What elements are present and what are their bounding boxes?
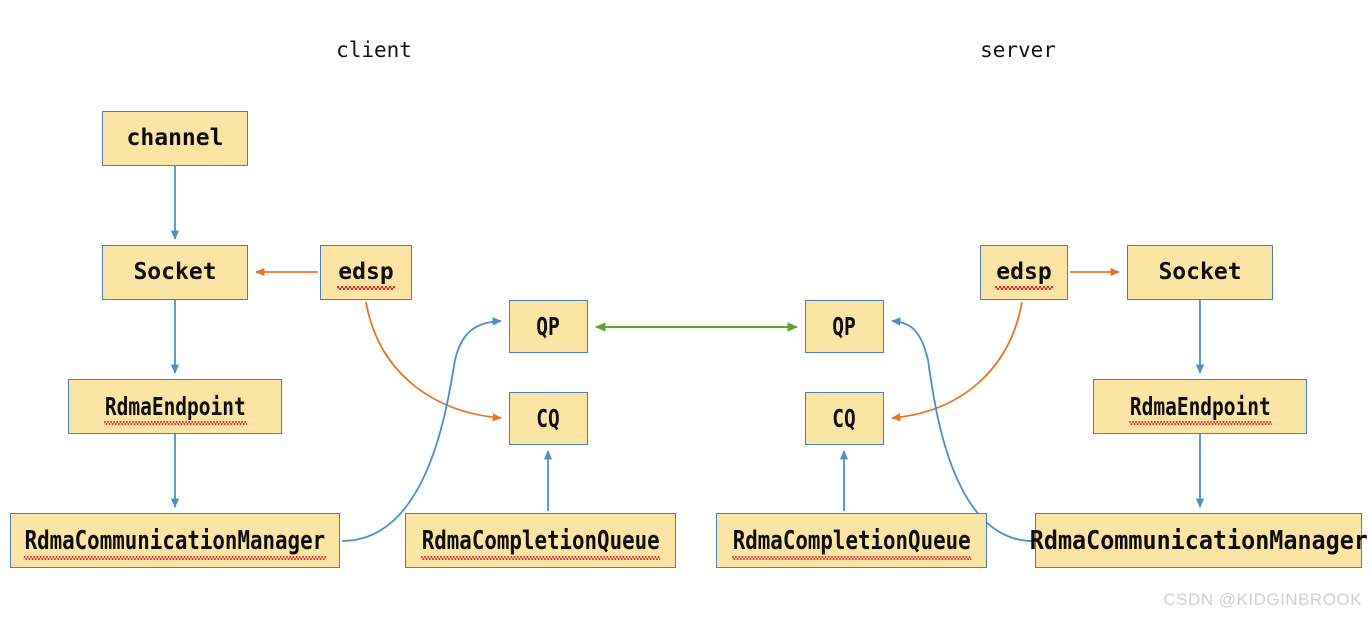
node-label-client-endpoint: RdmaEndpoint bbox=[103, 392, 246, 425]
node-server-endpoint[interactable]: RdmaEndpoint bbox=[1093, 379, 1307, 434]
edge-e-edsp-cq-s bbox=[891, 301, 1023, 422]
node-server-socket[interactable]: Socket bbox=[1127, 245, 1273, 300]
node-client-cq[interactable]: CQ bbox=[509, 392, 588, 445]
edge-e-cm-qp-s bbox=[891, 317, 1034, 542]
node-label-server-cq: CQ bbox=[832, 404, 857, 433]
node-label-server-edsp: edsp bbox=[995, 259, 1054, 290]
node-client-edsp[interactable]: edsp bbox=[320, 245, 412, 300]
node-server-cm[interactable]: RdmaCommunicationManager bbox=[1029, 513, 1368, 568]
node-server-rcq[interactable]: RdmaCompletionQueue bbox=[716, 513, 987, 568]
node-label-server-cm: RdmaCommunicationManager bbox=[1029, 525, 1368, 556]
edge-e-cm-qp-c bbox=[341, 317, 502, 542]
group-title-server: server bbox=[980, 38, 1056, 62]
node-label-client-rcq: RdmaCompletionQueue bbox=[420, 525, 661, 560]
node-label-server-qp: QP bbox=[832, 312, 857, 341]
edge-e-edsp-cq-c bbox=[365, 301, 502, 422]
node-client-qp[interactable]: QP bbox=[509, 300, 588, 353]
node-label-client-qp: QP bbox=[536, 312, 561, 341]
node-server-cq[interactable]: CQ bbox=[805, 392, 884, 445]
node-client-cm[interactable]: RdmaCommunicationManager bbox=[10, 513, 340, 568]
node-client-channel[interactable]: channel bbox=[102, 111, 248, 166]
node-label-client-cm: RdmaCommunicationManager bbox=[23, 525, 326, 560]
node-server-qp[interactable]: QP bbox=[805, 300, 884, 353]
node-client-endpoint[interactable]: RdmaEndpoint bbox=[68, 379, 282, 434]
node-label-server-socket: Socket bbox=[1158, 259, 1242, 285]
node-label-server-endpoint: RdmaEndpoint bbox=[1128, 392, 1271, 425]
node-label-client-socket: Socket bbox=[133, 259, 217, 285]
node-label-server-rcq: RdmaCompletionQueue bbox=[731, 525, 972, 560]
edge-group bbox=[170, 166, 1205, 542]
node-client-rcq[interactable]: RdmaCompletionQueue bbox=[405, 513, 676, 568]
node-label-client-cq: CQ bbox=[536, 404, 561, 433]
node-server-edsp[interactable]: edsp bbox=[980, 245, 1068, 300]
node-label-client-channel: channel bbox=[126, 125, 224, 151]
watermark: CSDN @KIDGINBROOK bbox=[1163, 590, 1362, 609]
group-title-client: client bbox=[336, 38, 412, 62]
node-label-client-edsp: edsp bbox=[337, 259, 396, 290]
node-client-socket[interactable]: Socket bbox=[102, 245, 248, 300]
